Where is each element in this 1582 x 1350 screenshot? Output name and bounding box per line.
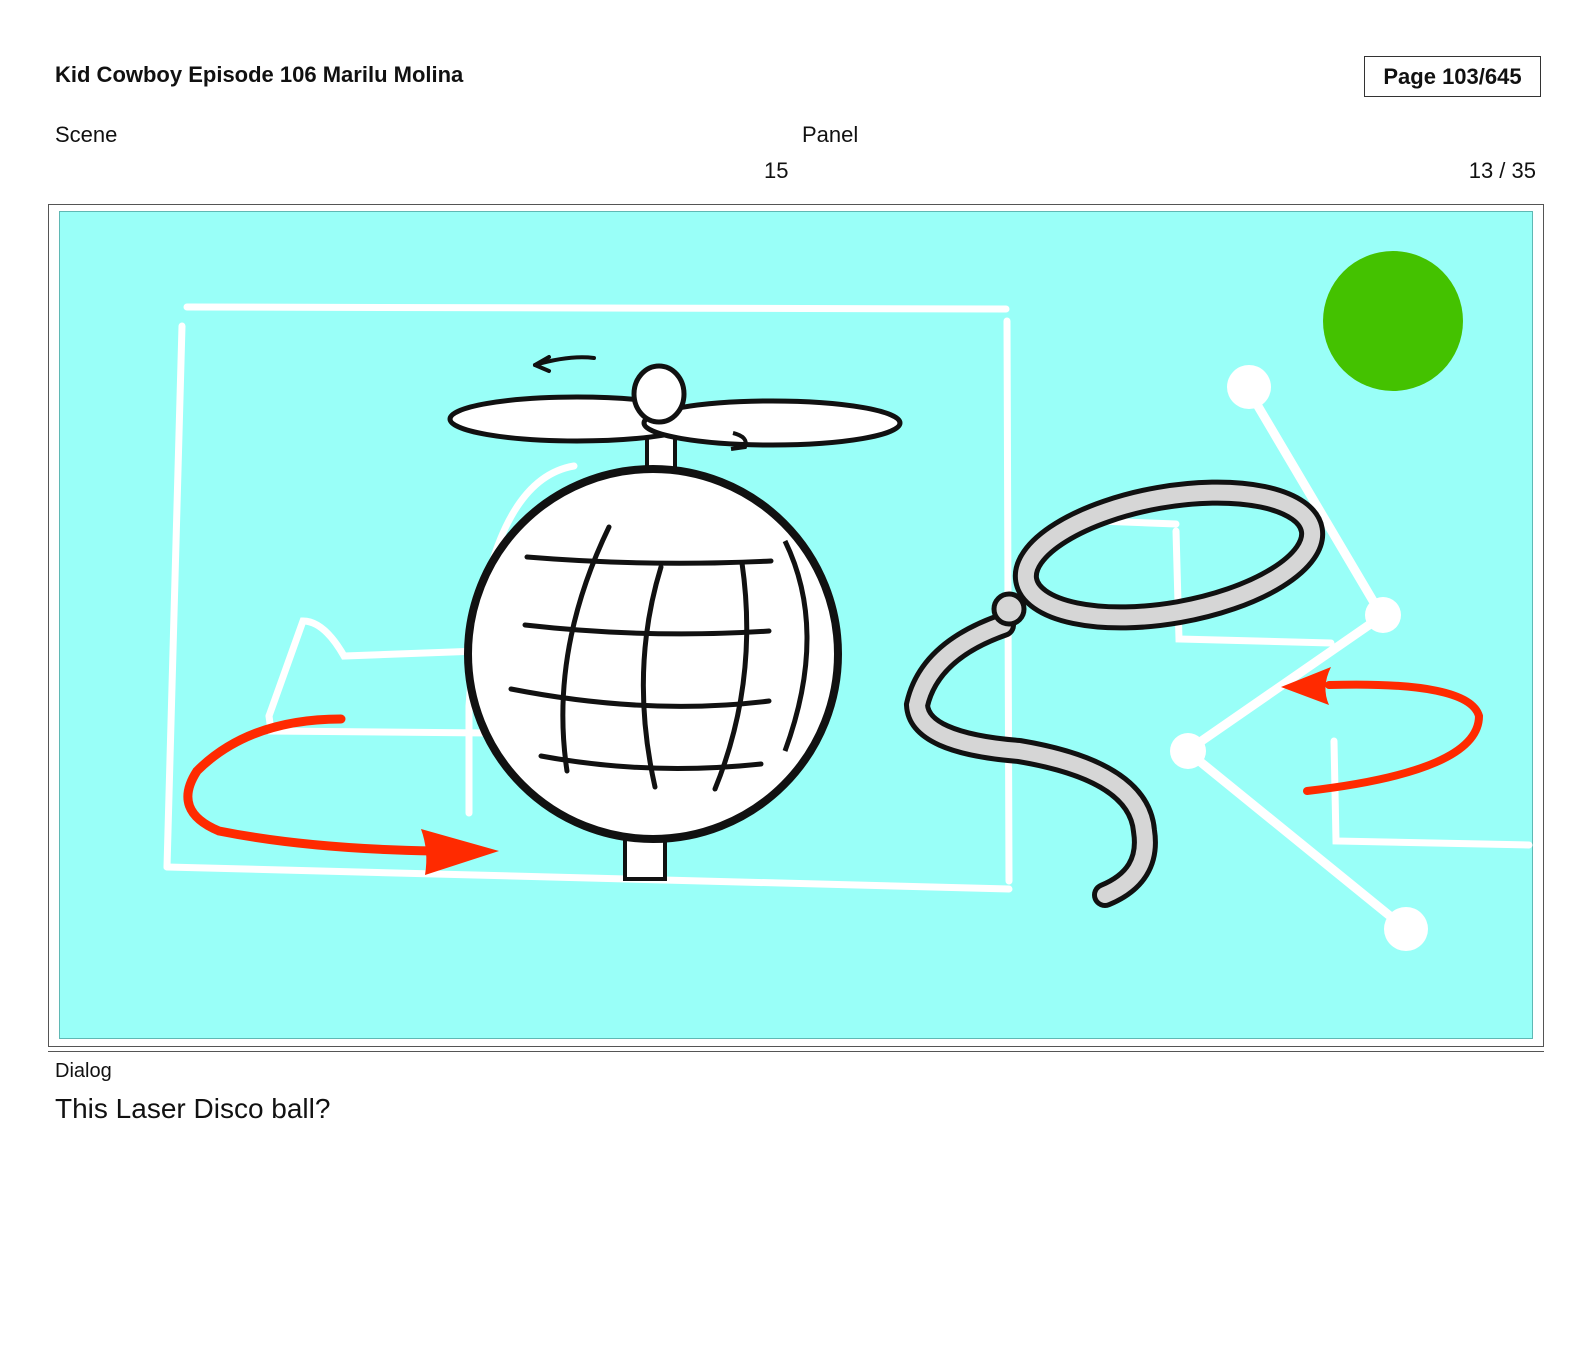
panel-label: Panel (802, 122, 859, 147)
frame-divider (48, 1051, 1544, 1052)
lasso-rope (903, 479, 1326, 908)
constellation (1170, 365, 1428, 951)
green-sun (1323, 251, 1463, 391)
dialog-label: Dialog (55, 1060, 112, 1082)
disco-ball (447, 355, 903, 881)
storyboard-frame (48, 204, 1544, 1047)
scene-number: 15 (764, 158, 789, 183)
motion-arrow-right (1281, 667, 1484, 795)
scene-label: Scene (55, 122, 118, 147)
page-indicator: Page 103/645 (1364, 56, 1541, 97)
motion-arrow-left (183, 714, 499, 875)
panel-drawing (59, 211, 1533, 1039)
dialog-text: This Laser Disco ball? (55, 1093, 331, 1124)
storyboard-title: Kid Cowboy Episode 106 Marilu Molina (55, 62, 464, 87)
panel-number: 13 / 35 (1468, 158, 1536, 183)
